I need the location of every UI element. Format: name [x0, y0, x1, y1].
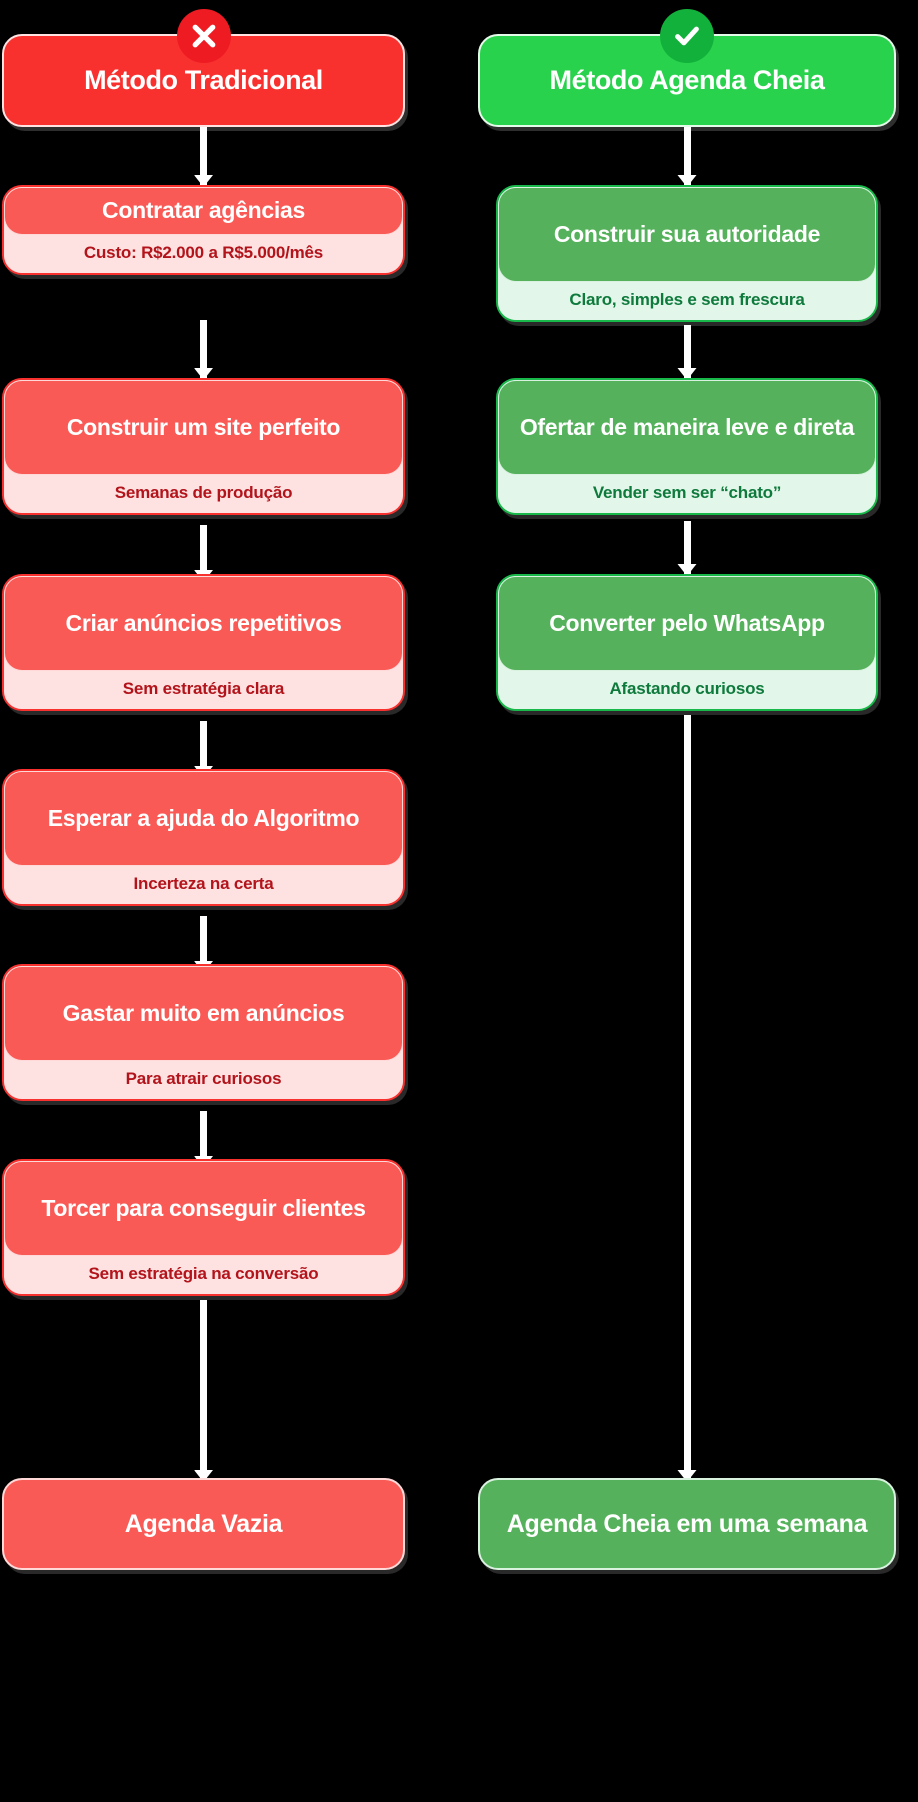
step-card[interactable]: Esperar a ajuda do Algoritmo Incerteza n…: [2, 769, 405, 906]
connector: [478, 521, 896, 576]
final-label-agenda-cheia: Agenda Cheia em uma semana: [506, 1509, 868, 1538]
final-label-traditional: Agenda Vazia: [124, 1509, 283, 1538]
step-card[interactable]: Gastar muito em anúncios Para atrair cur…: [2, 964, 405, 1101]
header-card-traditional[interactable]: Método Tradicional: [2, 9, 405, 127]
step-card[interactable]: Criar anúncios repetitivos Sem estratégi…: [2, 574, 405, 711]
step-title: Torcer para conseguir clientes: [4, 1161, 403, 1256]
connector: [478, 127, 896, 187]
step-title: Ofertar de maneira leve e direta: [498, 380, 876, 475]
step-title: Gastar muito em anúncios: [4, 966, 403, 1061]
step-title: Converter pelo WhatsApp: [498, 576, 876, 671]
final-card-agenda-cheia[interactable]: Agenda Cheia em uma semana: [478, 1478, 896, 1570]
step-title: Construir um site perfeito: [4, 380, 403, 475]
step-title: Esperar a ajuda do Algoritmo: [4, 771, 403, 866]
connector: [2, 1300, 405, 1482]
final-card-traditional[interactable]: Agenda Vazia: [2, 1478, 405, 1570]
x-icon: [176, 9, 231, 63]
header-label-traditional: Método Tradicional: [84, 64, 323, 95]
step-card[interactable]: Ofertar de maneira leve e direta Vender …: [496, 378, 878, 515]
step-title: Construir sua autoridade: [498, 187, 876, 282]
step-card[interactable]: Torcer para conseguir clientes Sem estra…: [2, 1159, 405, 1296]
step-title: Contratar agências: [4, 187, 403, 235]
step-title: Criar anúncios repetitivos: [4, 576, 403, 671]
step-card[interactable]: Converter pelo WhatsApp Afastando curios…: [496, 574, 878, 711]
connector: [478, 715, 896, 1482]
check-icon: [660, 9, 714, 63]
header-card-agenda-cheia[interactable]: Método Agenda Cheia: [478, 9, 896, 127]
step-card[interactable]: Construir um site perfeito Semanas de pr…: [2, 378, 405, 515]
connector: [2, 127, 405, 187]
step-card[interactable]: Contratar agências Custo: R$2.000 a R$5.…: [2, 185, 405, 275]
connector: [478, 325, 896, 380]
header-label-agenda-cheia: Método Agenda Cheia: [549, 64, 825, 95]
connector: [2, 320, 405, 380]
step-card[interactable]: Construir sua autoridade Claro, simples …: [496, 185, 878, 322]
